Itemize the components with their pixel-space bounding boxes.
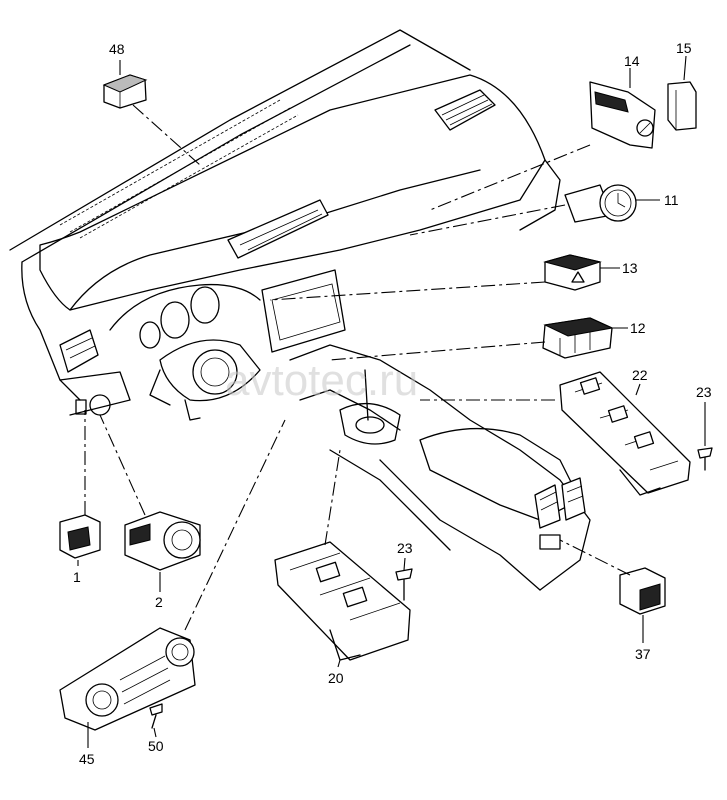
part-23-screw-upper (697, 447, 713, 471)
callout-1: 1 (73, 569, 81, 585)
leader-lines (77, 55, 706, 748)
part-20-switch-block (274, 541, 411, 661)
part-12-switch-strip (542, 317, 614, 359)
callout-23-upper: 23 (696, 384, 712, 400)
callout-50: 50 (148, 738, 164, 754)
callout-20: 20 (328, 670, 344, 686)
callout-14: 14 (624, 53, 640, 69)
part-37-connector (619, 567, 666, 615)
part-45-climate-control (59, 627, 196, 731)
callout-12: 12 (630, 320, 646, 336)
callout-15: 15 (676, 40, 692, 56)
callout-37: 37 (635, 646, 651, 662)
part-15-cover (667, 81, 697, 131)
dashboard-outline (9, 29, 561, 421)
part-2-light-switch (124, 511, 201, 571)
part-48-switch (102, 74, 148, 109)
centre-console-outline (289, 344, 591, 591)
part-13-hazard-switch (543, 254, 602, 291)
callout-45: 45 (79, 751, 95, 767)
callout-48: 48 (109, 41, 125, 57)
watermark-text: avtotec.ru (225, 356, 418, 405)
callout-11: 11 (664, 192, 679, 208)
part-50-screw (149, 703, 163, 729)
callout-2: 2 (155, 594, 163, 610)
part-23-screw-lower (395, 568, 413, 601)
part-11-clock (564, 184, 637, 223)
part-14-module (589, 81, 656, 149)
callout-22: 22 (632, 367, 648, 383)
callout-23-lower: 23 (397, 540, 413, 556)
part-22-switch-panel (559, 371, 691, 496)
callout-13: 13 (622, 260, 638, 276)
part-1-switch (59, 514, 101, 559)
